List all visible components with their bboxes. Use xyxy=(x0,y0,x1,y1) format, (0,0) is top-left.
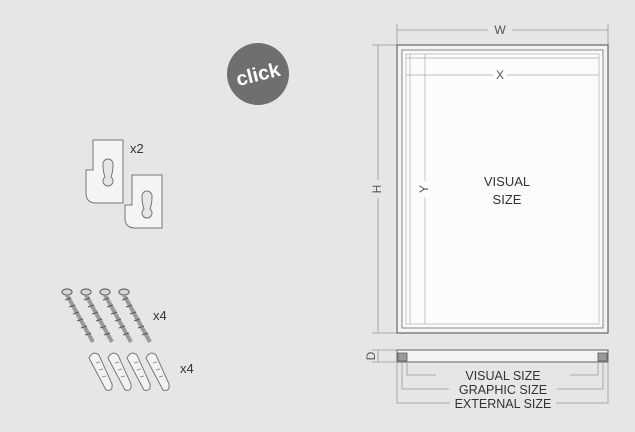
profile-left-end xyxy=(397,352,408,362)
screw-icon xyxy=(61,288,95,343)
click-badge[interactable]: click xyxy=(227,43,289,105)
graphic-height-label: Y xyxy=(417,185,431,193)
graphic-width-label: X xyxy=(496,68,504,82)
screw-icon xyxy=(99,288,133,343)
plugs-quantity: x4 xyxy=(180,361,194,376)
wall-plug-icon xyxy=(145,352,170,391)
visual-size-line-1: VISUAL xyxy=(484,174,530,189)
profile-bar xyxy=(396,349,609,363)
visual-area xyxy=(405,53,600,325)
hook-icon xyxy=(85,139,124,204)
external-size-label: EXTERNAL SIZE xyxy=(455,397,552,411)
screw-icon xyxy=(118,288,152,343)
profile-right-end xyxy=(597,352,608,362)
hook-icon xyxy=(124,174,163,229)
visual-size-line-2: SIZE xyxy=(493,192,522,207)
graphic-size-label: GRAPHIC SIZE xyxy=(459,383,547,397)
depth-label: D xyxy=(364,351,378,360)
height-label: H xyxy=(370,185,384,194)
wall-plug-icon xyxy=(88,352,113,391)
hooks-quantity: x2 xyxy=(130,141,144,156)
visual-size-label: VISUAL SIZE xyxy=(465,369,540,383)
frame-front-view: W H X Y VISUAL SIZE xyxy=(369,22,609,334)
width-label: W xyxy=(494,23,506,37)
screws-quantity: x4 xyxy=(153,308,167,323)
screw-icon xyxy=(80,288,114,343)
wall-plug-icon xyxy=(126,352,151,391)
frame-profile-view: D VISUAL SIZE GRAPHIC SIZE EXTERNAL SIZE xyxy=(364,349,609,411)
screws xyxy=(61,288,152,343)
depth-dimension xyxy=(372,349,398,363)
wall-plugs xyxy=(88,352,170,391)
hanging-hooks xyxy=(85,139,163,229)
wall-plug-icon xyxy=(107,352,132,391)
